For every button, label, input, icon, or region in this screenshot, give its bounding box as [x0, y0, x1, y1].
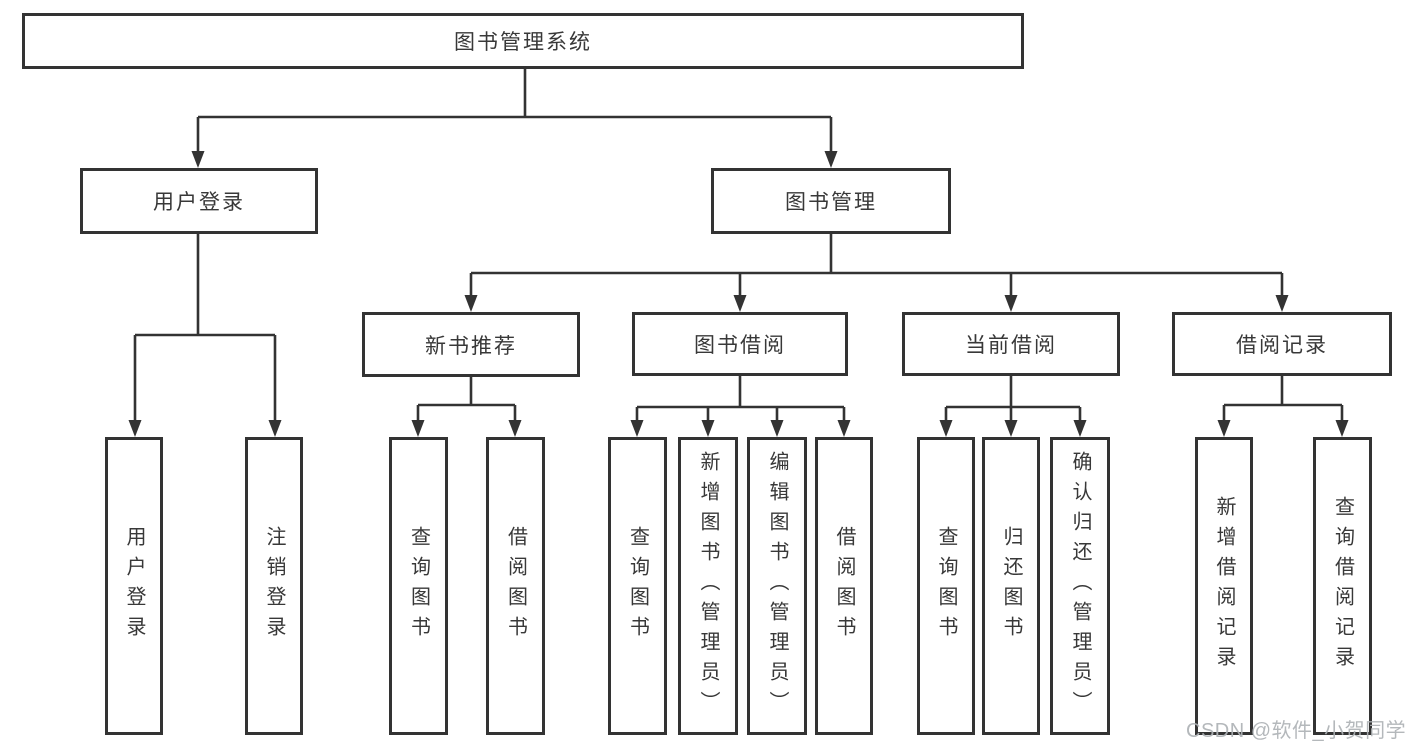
arrowhead: [824, 151, 838, 168]
node-book-management: 图书管理: [711, 168, 951, 234]
arrowhead: [191, 151, 205, 168]
connector-new-book-recommend-to-leaves: [411, 377, 522, 437]
arrowhead: [939, 420, 953, 437]
connector-borrow-records-to-leaves: [1217, 375, 1349, 437]
leaf-label: 用户登录: [123, 526, 145, 646]
leaf-label: 查询图书: [935, 526, 957, 646]
leaf-query-borrow-record: 查询借阅记录: [1313, 437, 1372, 735]
connector-user-login-to-leaves: [128, 234, 282, 437]
leaf-label: 借阅图书: [504, 526, 527, 646]
leaf-user-login: 用户登录: [105, 437, 163, 735]
arrowhead: [630, 420, 644, 437]
connector-current-borrow-to-leaves: [939, 375, 1087, 437]
leaf-query-books-recommend: 查询图书: [389, 437, 448, 735]
leaf-add-borrow-record: 新增借阅记录: [1195, 437, 1253, 735]
csdn-watermark: CSDN @软件_小贺同学: [1186, 720, 1405, 742]
arrowhead: [1217, 420, 1231, 437]
leaf-borrow-books: 借阅图书: [815, 437, 873, 735]
node-borrow-records: 借阅记录: [1172, 312, 1392, 376]
node-new-book-recommend: 新书推荐: [362, 312, 580, 377]
arrowhead: [1004, 295, 1018, 312]
arrowhead: [411, 420, 425, 437]
arrowhead: [1335, 420, 1349, 437]
leaf-label: 编辑图书（管理员）: [766, 451, 788, 721]
arrowhead: [701, 420, 715, 437]
arrowhead: [464, 295, 478, 312]
arrowhead: [770, 420, 784, 437]
leaf-label: 归还图书: [1000, 526, 1022, 646]
arrowhead: [1004, 420, 1018, 437]
connector-root-to-level2: [191, 69, 838, 168]
leaf-label: 新增图书（管理员）: [697, 451, 719, 721]
arrowhead: [837, 420, 851, 437]
arrowhead: [268, 420, 282, 437]
leaf-label: 注销登录: [263, 526, 285, 646]
arrowhead: [733, 295, 747, 312]
leaf-label: 查询图书: [407, 526, 430, 646]
leaf-logout-login: 注销登录: [245, 437, 303, 735]
leaf-label: 确认归还（管理员）: [1069, 451, 1091, 721]
leaf-label: 查询图书: [626, 526, 649, 646]
arrowhead: [508, 420, 522, 437]
connector-book-management-to-level3: [464, 234, 1289, 312]
leaf-return-books: 归还图书: [982, 437, 1040, 735]
node-root: 图书管理系统: [22, 13, 1024, 69]
leaf-edit-books-admin: 编辑图书（管理员）: [747, 437, 807, 735]
node-user-login: 用户登录: [80, 168, 318, 234]
leaf-confirm-return-admin: 确认归还（管理员）: [1050, 437, 1110, 735]
leaf-borrow-books-recommend: 借阅图书: [486, 437, 545, 735]
node-book-borrow: 图书借阅: [632, 312, 848, 376]
arrowhead: [1275, 295, 1289, 312]
leaf-query-books-current: 查询图书: [917, 437, 975, 735]
leaf-label: 借阅图书: [833, 526, 855, 646]
leaf-label: 新增借阅记录: [1213, 496, 1235, 676]
connector-book-borrow-to-leaves: [630, 375, 851, 437]
arrowhead: [1073, 420, 1087, 437]
arrowhead: [128, 420, 142, 437]
leaf-add-books-admin: 新增图书（管理员）: [678, 437, 738, 735]
leaf-query-books-borrow: 查询图书: [608, 437, 667, 735]
leaf-label: 查询借阅记录: [1331, 496, 1354, 676]
node-current-borrow: 当前借阅: [902, 312, 1120, 376]
